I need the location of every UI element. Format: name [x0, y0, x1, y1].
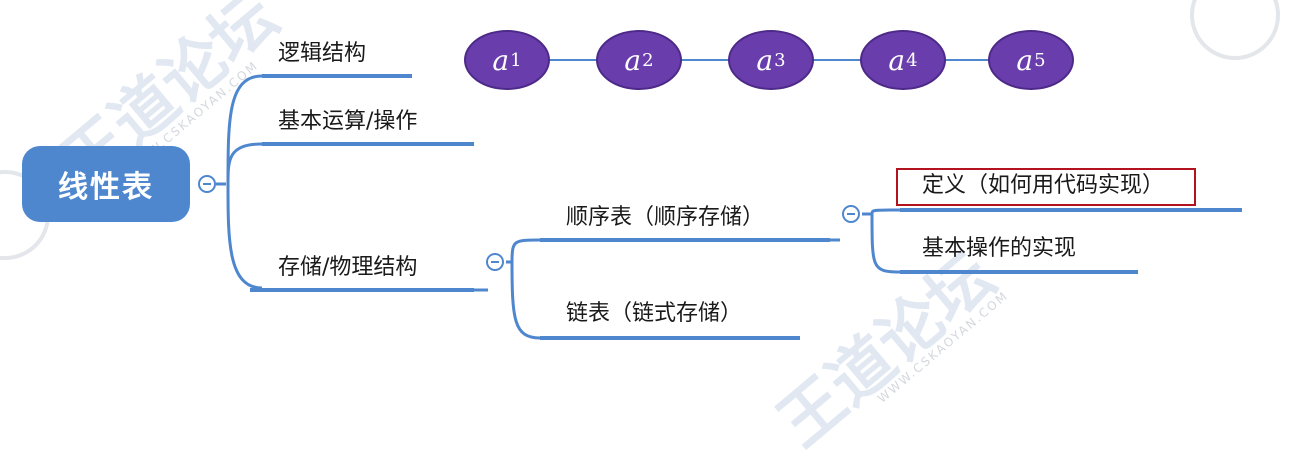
- collapse-icon[interactable]: [486, 253, 504, 271]
- node-linked-list[interactable]: 链表（链式存储）: [566, 301, 743, 326]
- branch-storage-structure[interactable]: 存储/物理结构: [278, 255, 418, 280]
- collapse-icon[interactable]: [842, 205, 860, 223]
- branch-basic-operations[interactable]: 基本运算/操作: [278, 109, 418, 134]
- connector-lines: [216, 59, 1242, 340]
- node-basic-operation-impl[interactable]: 基本操作的实现: [922, 236, 1077, 261]
- collapse-icon[interactable]: [198, 175, 216, 193]
- root-label: 线性表: [58, 170, 154, 205]
- root-node[interactable]: 线性表: [22, 146, 190, 222]
- branch-logical-structure[interactable]: 逻辑结构: [278, 41, 367, 66]
- node-definition[interactable]: 定义（如何用代码实现）: [922, 173, 1165, 198]
- node-sequential-list[interactable]: 顺序表（顺序存储）: [566, 205, 765, 230]
- highlight-box: [896, 168, 1196, 206]
